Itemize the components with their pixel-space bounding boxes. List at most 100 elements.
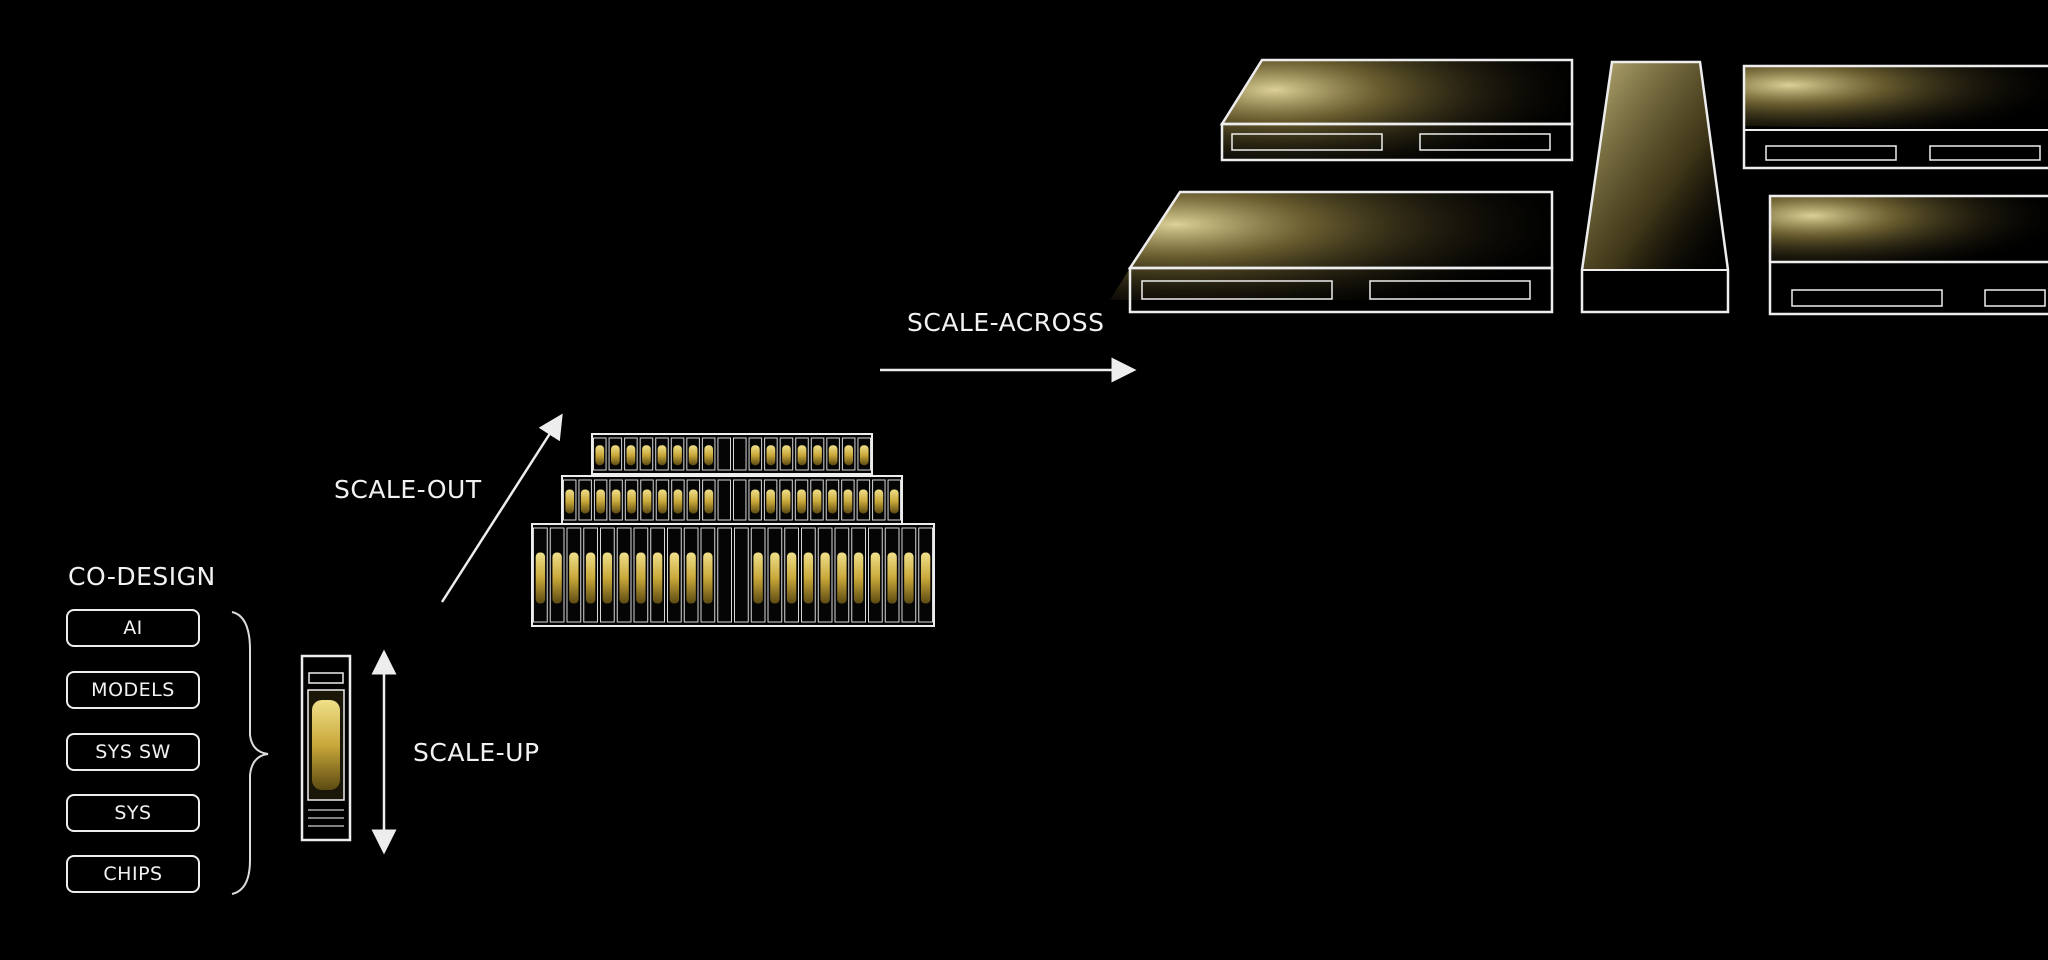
rack-gpu-glow (920, 552, 931, 604)
rack-gpu-glow (686, 552, 696, 604)
rack-unit (826, 437, 840, 471)
rack-gpu-glow (619, 552, 629, 604)
rack-gpu-glow (859, 489, 868, 514)
rack-unit (817, 527, 833, 623)
layer-sys: SYS (66, 794, 200, 832)
rack-unit (794, 479, 809, 521)
rack-unit (670, 437, 685, 471)
rack-unit (600, 527, 615, 623)
rack-unit (763, 479, 778, 521)
rack-gpu-glow (870, 552, 881, 604)
rack-gpu-glow (766, 445, 776, 466)
layer-sys-sw: SYS SW (66, 733, 200, 771)
rack-gpu-glow (753, 552, 763, 604)
datacenter-block-top (1219, 58, 1574, 162)
rack-unit (608, 437, 623, 471)
rack-gpu-glow (797, 445, 807, 466)
rack-gpu-glow (569, 552, 579, 604)
rack-gpu-glow (704, 445, 714, 466)
rack-unit (734, 527, 749, 623)
rack-gpu-glow (596, 489, 605, 514)
rack-unit (884, 527, 900, 623)
rack-unit (717, 479, 732, 521)
rack-unit (901, 527, 917, 623)
rack-gpu-glow (652, 552, 663, 604)
rack-unit (764, 437, 778, 471)
rack-unit (650, 527, 665, 623)
rack-gpu-glow (820, 552, 830, 604)
rack-unit (733, 479, 747, 521)
rack-gpu-glow (844, 445, 854, 466)
rack-gpu-glow (689, 489, 698, 514)
rack-unit (640, 479, 654, 521)
rack-unit (748, 479, 762, 521)
rack-gpu-glow (602, 552, 613, 604)
rack-gpu-glow (658, 489, 667, 514)
rack-unit (609, 479, 623, 521)
rack-gpu-glow (657, 445, 667, 466)
rack-gpu-glow (874, 489, 884, 514)
datacenter-block-right-top (1742, 64, 2048, 170)
rack-gpu-glow (750, 489, 760, 514)
rack-unit (624, 437, 638, 471)
rack-unit (784, 527, 799, 623)
rack-unit (639, 437, 654, 471)
rack-unit (701, 437, 716, 471)
rack-gpu-glow (887, 552, 897, 604)
rack-unit (655, 437, 669, 471)
rack-gpu-glow (828, 489, 837, 514)
rack-unit (851, 527, 866, 623)
rack-gpu-glow (580, 489, 590, 514)
rack-unit (667, 527, 682, 623)
rack-unit (918, 527, 933, 623)
rack-unit (801, 527, 816, 623)
rack-unit (810, 479, 824, 521)
rack-gpu-glow (642, 489, 652, 514)
rack-gpu-glow (786, 552, 797, 604)
rack-unit (583, 527, 598, 623)
rack-unit (868, 527, 883, 623)
rack-unit (563, 479, 577, 521)
rack-gpu-glow (669, 552, 680, 604)
rack-unit (671, 479, 685, 521)
datacenter-block-right-bottom (1768, 194, 2048, 316)
rack-unit (616, 527, 632, 623)
rack-unit (733, 437, 747, 471)
rack-tier (531, 523, 935, 627)
codesign-title: CO-DESIGN (68, 562, 216, 591)
single-rack (300, 654, 352, 842)
rack-gpu-glow (904, 552, 914, 604)
rack-unit (593, 437, 607, 471)
rack-gpu-glow (585, 552, 596, 604)
layer-ai: AI (66, 609, 200, 647)
rack-tier (591, 433, 873, 475)
rack-unit (779, 479, 793, 521)
rack-gpu-glow (782, 445, 791, 466)
rack-unit (856, 479, 871, 521)
rack-gpu-glow (673, 445, 682, 466)
rack-unit (686, 479, 701, 521)
rack-gpu-glow (610, 445, 620, 466)
layer-models: MODELS (66, 671, 200, 709)
rack-unit (748, 437, 763, 471)
rack-unit (779, 437, 794, 471)
rack-gpu-glow (812, 489, 822, 514)
rack-unit (655, 479, 670, 521)
rack-gpu-glow (703, 552, 713, 604)
rack-unit (857, 437, 872, 471)
rack-gpu-glow (688, 445, 698, 466)
rack-unit (593, 479, 608, 521)
rack-unit (887, 479, 902, 521)
rack-gpu-glow (803, 552, 814, 604)
rack-gpu-glow (636, 552, 646, 604)
rack-unit (549, 527, 565, 623)
scale-up-label: SCALE-UP (413, 738, 540, 767)
rack-gpu-glow (889, 489, 899, 514)
scale-out-arrow (440, 413, 563, 603)
rack-unit (700, 527, 716, 623)
rack-unit (795, 437, 809, 471)
rack-gpu-glow (611, 489, 621, 514)
rack-gpu-glow (535, 552, 546, 604)
rack-gpu-glow (837, 552, 847, 604)
